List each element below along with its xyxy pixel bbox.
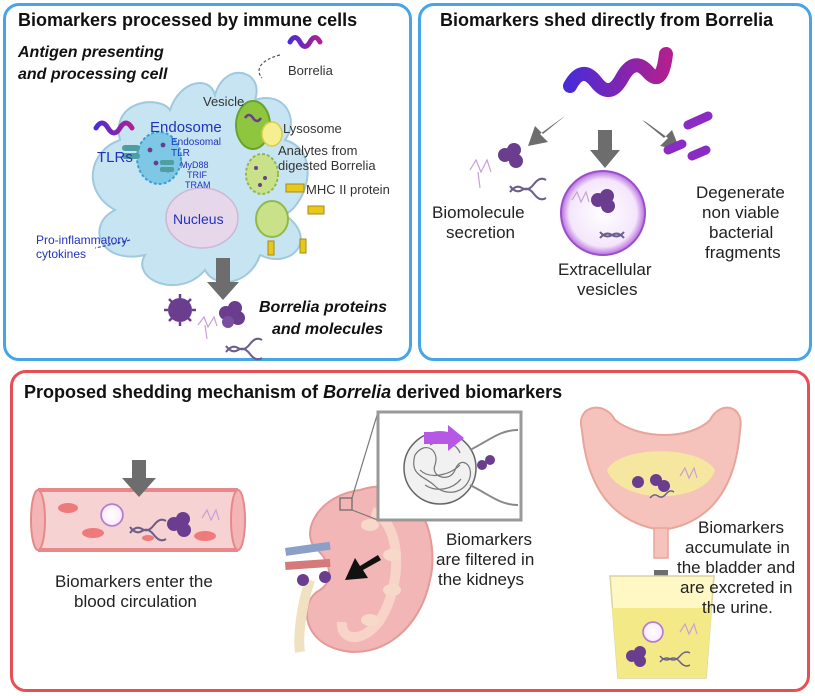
protein-cluster-icon — [219, 301, 245, 328]
secretion-dna-icon — [509, 177, 547, 201]
vesicle-icon — [235, 100, 271, 150]
secretion-lipid-icon — [469, 158, 492, 189]
vesicles-label-line2: vesicles — [577, 280, 638, 299]
borrelia-spirochete-icon — [287, 35, 323, 49]
bladder-label-line5: the urine. — [702, 598, 773, 617]
kidney-label-line2: are filtered in — [436, 550, 535, 569]
secretion-label-line2: secretion — [446, 223, 515, 242]
tlr-label: TLR — [171, 148, 190, 159]
kidney-arrow-icon — [345, 555, 381, 580]
myd88-label: MyD88 — [180, 160, 209, 170]
mechanism-title-prefix: Proposed shedding mechanism of — [24, 382, 324, 402]
kidney-label-line1: Biomarkers — [446, 530, 532, 549]
secretion-protein-icon — [498, 143, 523, 168]
cytokines-label-line1: Pro-inflammatory — [36, 233, 128, 247]
blood-down-arrow-icon — [122, 460, 156, 497]
blood-vessel-icon — [30, 488, 246, 552]
tlr-spirochete-icon — [93, 120, 135, 136]
fragments-label-line1: Degenerate — [696, 183, 785, 202]
mhc-protein-icon — [267, 183, 325, 256]
blood-dna-icon — [129, 518, 167, 542]
arrow-right-icon — [642, 120, 680, 150]
bladder-label-line2: accumulate in — [685, 538, 790, 557]
vesicle-label: Vesicle — [203, 94, 245, 109]
blood-protein-icon — [167, 512, 191, 537]
arrow-down-icon — [590, 130, 620, 168]
cytokine-arrow-icon — [94, 239, 131, 249]
lipid-molecule-icon — [197, 315, 218, 340]
endosome-label: Endosome — [150, 119, 222, 136]
proteins-label-line1: Borrelia proteins — [259, 299, 388, 316]
blood-label-line2: blood circulation — [74, 592, 197, 611]
borrelia-label: Borrelia — [288, 63, 333, 78]
fragments-label-line3: bacterial — [709, 223, 774, 242]
extracellular-vesicle-icon — [560, 170, 646, 256]
tram-label: TRAM — [185, 180, 211, 190]
trif-label: TRIF — [187, 170, 207, 180]
secretion-label-line1: Biomolecule — [432, 203, 525, 222]
lysosome-icon — [261, 121, 283, 147]
lysosome-label: Lysosome — [283, 121, 342, 136]
immune-panel-title: Biomarkers processed by immune cells — [18, 10, 358, 30]
bladder-label-line3: the bladder and — [677, 558, 796, 577]
fragments-label-line4: fragments — [705, 243, 781, 262]
arrow-left-icon — [528, 116, 565, 146]
tlrs-label: TLRs — [97, 149, 133, 166]
mechanism-panel-title: Proposed shedding mechanism of Borrelia … — [24, 382, 562, 403]
dna-strand-icon — [225, 337, 263, 361]
mhc-label: MHC II protein — [306, 182, 390, 197]
bacterial-fragment-icon — [663, 111, 713, 161]
blood-vesicle-icon — [100, 503, 124, 527]
borrelia-shedding-panel — [418, 3, 812, 361]
analytes-label-line2: digested Borrelia — [278, 158, 376, 173]
tlr-receptor-icon — [122, 145, 174, 172]
blood-lipid-icon — [201, 508, 220, 522]
kidney-label-line3: the kidneys — [438, 570, 524, 589]
proteins-label-line2: and molecules — [272, 321, 384, 338]
down-arrow-icon — [207, 258, 239, 300]
kidney-icon — [285, 485, 434, 653]
bladder-label-line4: are excreted in — [680, 578, 793, 597]
bladder-virus-icon — [632, 476, 644, 488]
mechanism-title-suffix: derived biomarkers — [391, 382, 563, 402]
blood-label-line1: Biomarkers enter the — [55, 572, 213, 591]
kidney-protein-icon — [297, 574, 309, 586]
endosomal-label: Endosomal — [171, 137, 222, 148]
cytokines-label-line2: cytokines — [36, 247, 87, 261]
mechanism-title-italic: Borrelia — [323, 382, 392, 402]
nucleus-label: Nucleus — [173, 211, 224, 227]
bladder-label-line1: Biomarkers — [698, 518, 784, 537]
apc-label-line2: and processing cell — [18, 66, 168, 83]
mhc-vesicle-icon — [255, 200, 289, 238]
shedding-panel-title: Biomarkers shed directly from Borrelia — [440, 10, 774, 30]
large-spirochete-icon — [563, 47, 673, 97]
digest-vesicle-icon — [245, 153, 279, 195]
urine-cup-icon — [609, 575, 715, 679]
virus-protein-icon — [164, 294, 196, 326]
analytes-label-line1: Analytes from — [278, 143, 358, 158]
filtration-arrow-icon — [424, 425, 464, 451]
vesicles-label-line1: Extracellular — [558, 260, 652, 279]
shedding-mechanism-panel — [10, 370, 810, 692]
fragments-label-line2: non viable — [702, 203, 780, 222]
apc-label-line1: Antigen presenting — [18, 44, 164, 61]
immune-cell-panel — [3, 3, 412, 361]
nucleus-icon — [165, 187, 239, 249]
